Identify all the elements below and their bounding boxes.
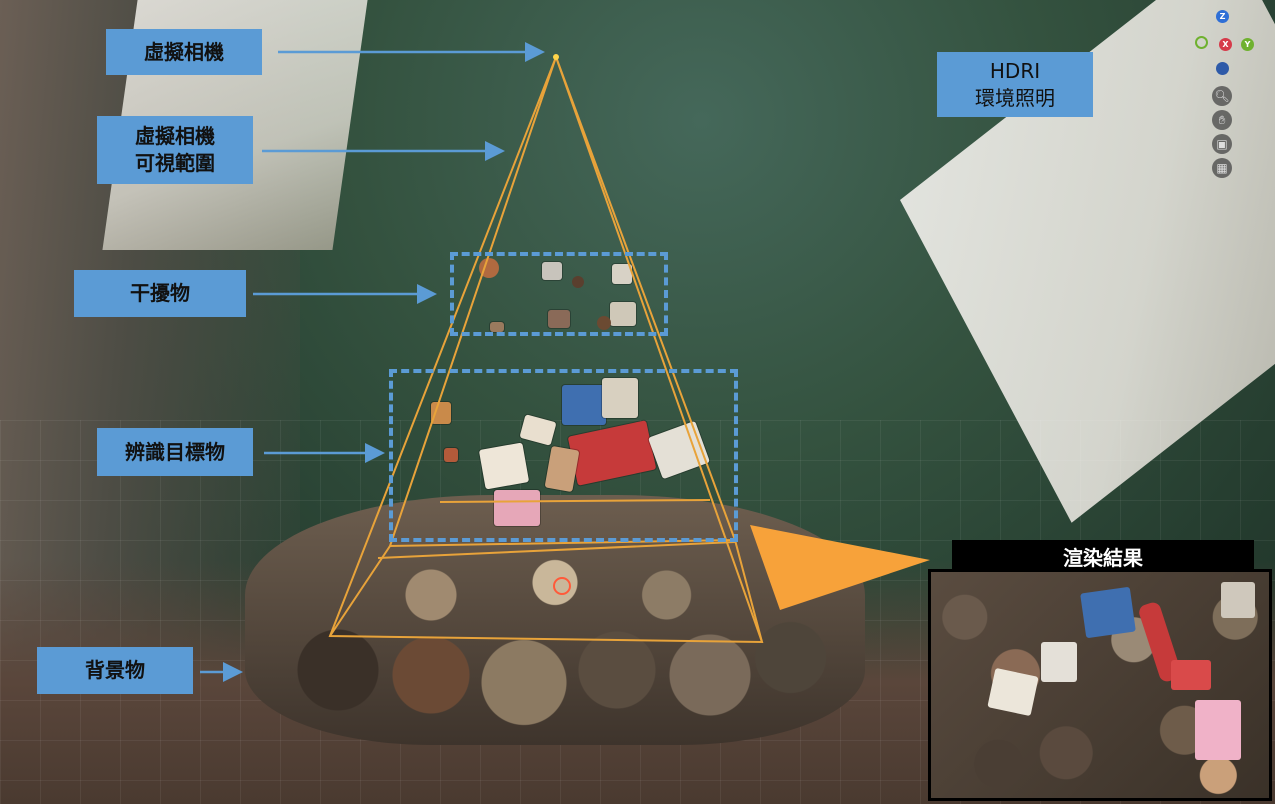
- distractor-object: [597, 316, 611, 330]
- axis-z-icon[interactable]: Z: [1216, 10, 1229, 23]
- target-object: [562, 385, 606, 425]
- navigation-gizmo[interactable]: Z Y X 🔍︎ ✋︎ ▣ ▦: [1195, 8, 1265, 188]
- axis-x-icon[interactable]: X: [1219, 38, 1232, 51]
- distractor-object: [610, 302, 636, 326]
- target-object: [444, 448, 458, 462]
- render-result-title: 渲染結果: [952, 540, 1254, 572]
- axis-neg-x-icon[interactable]: [1195, 36, 1208, 49]
- target-object: [494, 490, 540, 526]
- 3d-cursor-icon: [553, 577, 571, 595]
- axis-y-icon[interactable]: Y: [1241, 38, 1254, 51]
- label-distractors: 干擾物: [74, 270, 246, 317]
- label-background: 背景物: [37, 647, 193, 694]
- camera-origin: [553, 54, 559, 60]
- hand-pan-icon[interactable]: ✋︎: [1212, 110, 1232, 130]
- render-target: [1221, 582, 1255, 618]
- hdri-subtitle: 環境照明: [975, 85, 1055, 110]
- distractor-object: [479, 258, 499, 278]
- label-camera-fov: 虛擬相機 可視範圍: [97, 116, 253, 184]
- targets-region: [389, 369, 738, 542]
- camera-view-icon[interactable]: ▣: [1212, 134, 1232, 154]
- axis-neg-z-icon[interactable]: [1216, 62, 1229, 75]
- render-result-panel: [928, 569, 1272, 801]
- hdri-title: HDRI: [989, 58, 1041, 83]
- distractor-object: [542, 262, 562, 280]
- render-target: [1041, 642, 1077, 682]
- render-result-image: [931, 572, 1269, 798]
- render-target: [987, 667, 1039, 717]
- distractor-object: [612, 264, 632, 284]
- render-target: [1195, 700, 1241, 760]
- target-object: [602, 378, 638, 418]
- label-targets: 辨識目標物: [97, 428, 253, 476]
- label-virtual-camera: 虛擬相機: [106, 29, 262, 75]
- distractor-object: [490, 322, 504, 332]
- distractor-object: [572, 276, 584, 288]
- zoom-icon[interactable]: 🔍︎: [1212, 86, 1232, 106]
- render-target: [1080, 586, 1136, 639]
- distractor-object: [548, 310, 570, 328]
- render-target: [1171, 660, 1211, 690]
- label-hdri: HDRI 環境照明: [937, 52, 1093, 117]
- distractors-region: [450, 252, 668, 336]
- grid-perspective-icon[interactable]: ▦: [1212, 158, 1232, 178]
